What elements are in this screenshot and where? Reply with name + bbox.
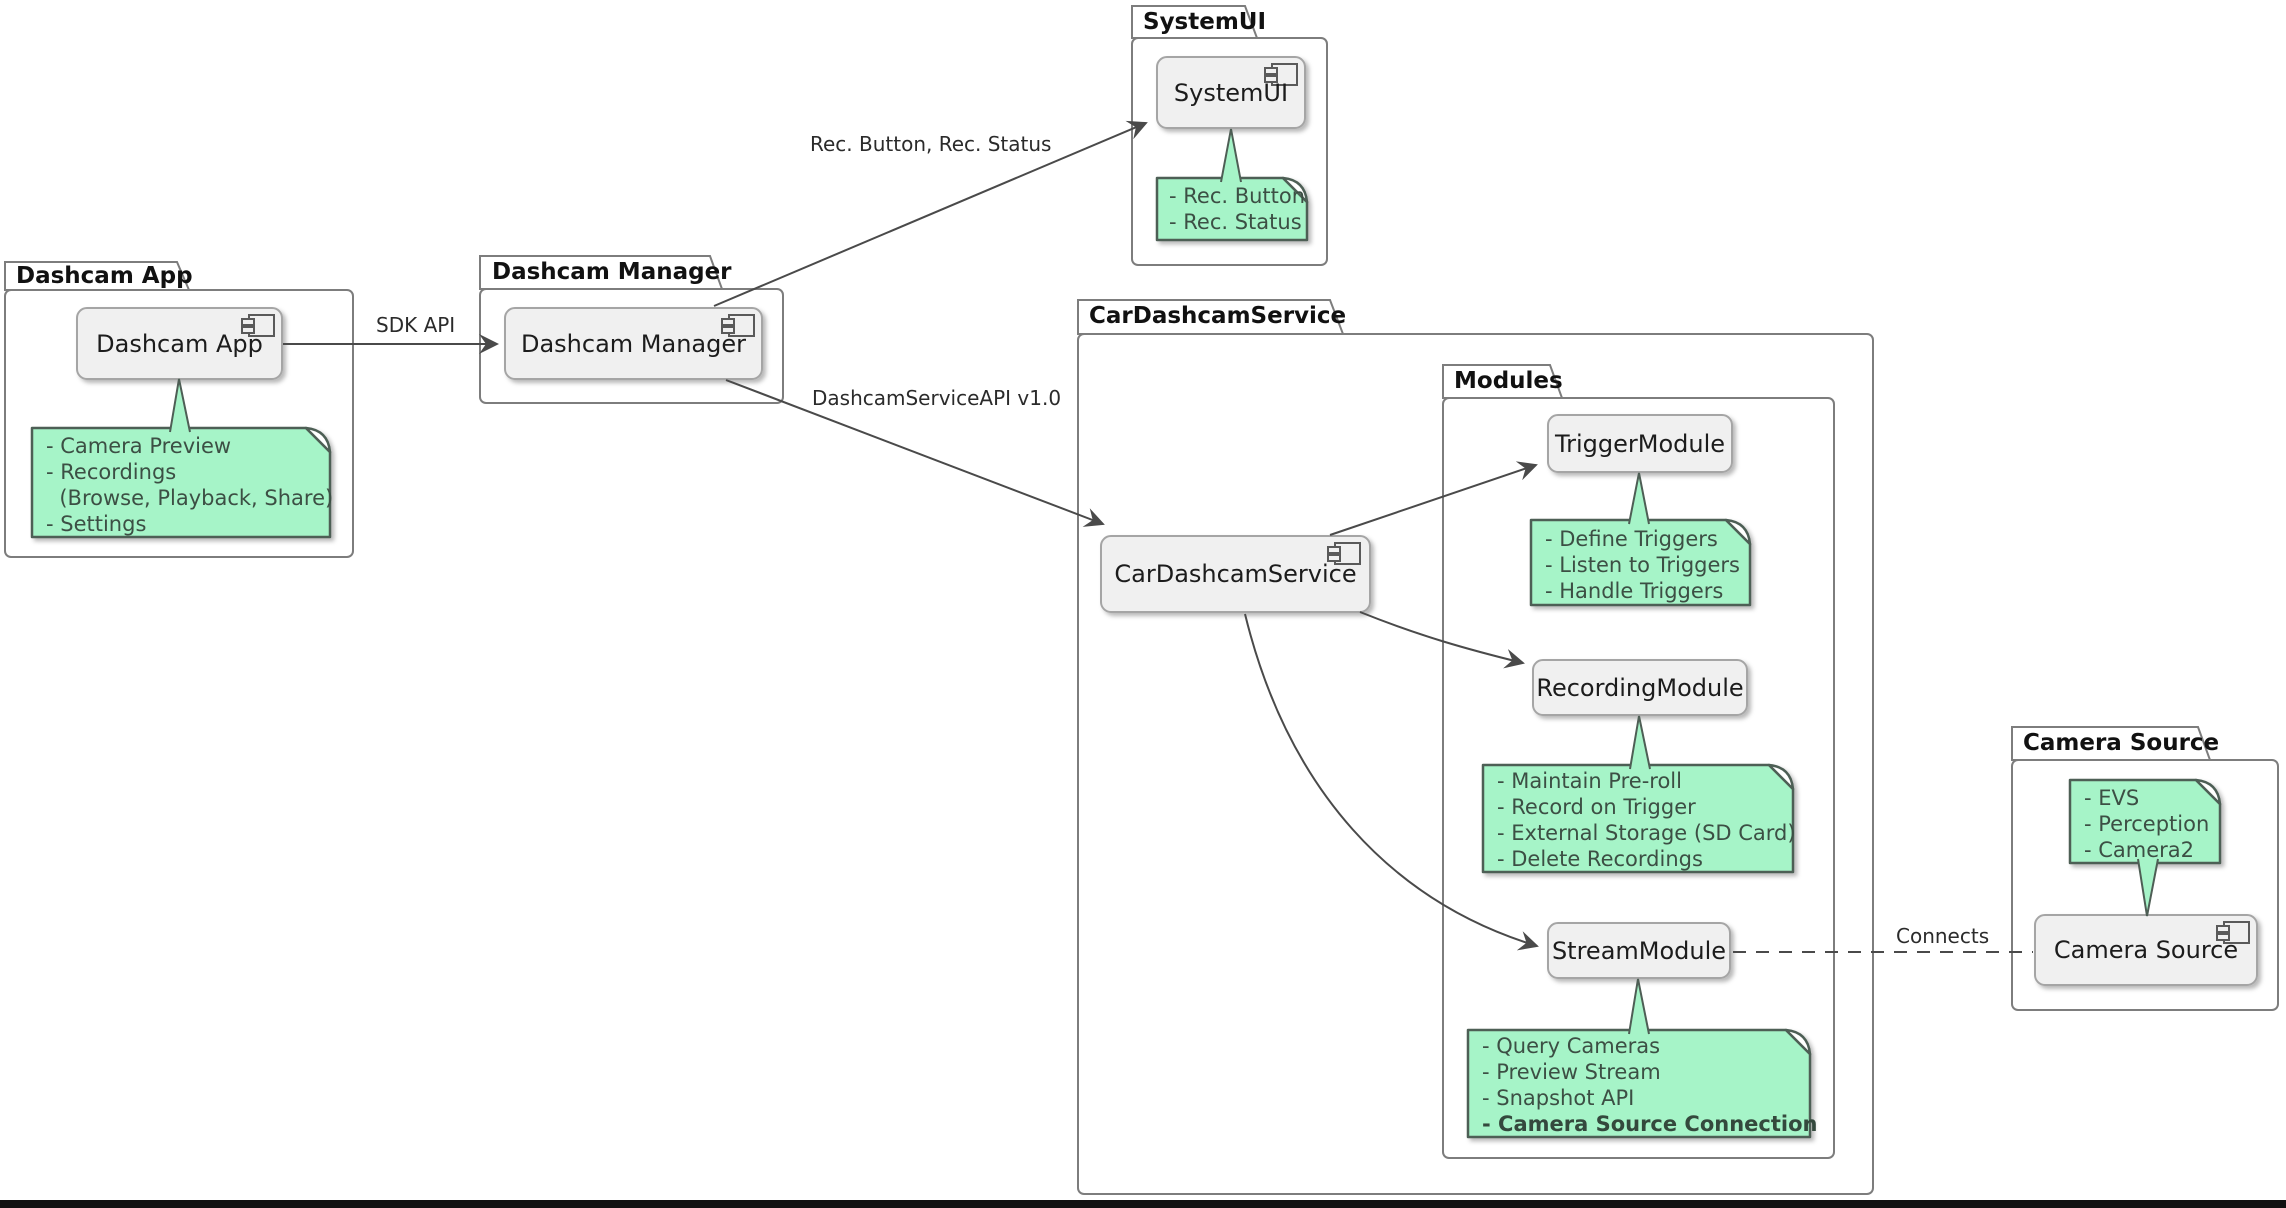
note-line: - Define Triggers xyxy=(1545,527,1718,551)
component-label-dashcam-manager: Dashcam Manager xyxy=(520,329,746,358)
module-label-trigger: TriggerModule xyxy=(1554,429,1726,458)
package-title-systemui: SystemUI xyxy=(1143,9,1267,35)
note-line: - Camera Preview xyxy=(46,434,232,458)
note-dashcam-app: - Camera Preview - Recordings (Browse, P… xyxy=(46,433,333,537)
edge-label-sdk-api: SDK API xyxy=(376,313,456,337)
note-line: - External Storage (SD Card) xyxy=(1497,821,1796,845)
note-trigger-module: - Define Triggers - Listen to Triggers -… xyxy=(1545,526,1740,604)
recording-module-note xyxy=(1481,763,1795,874)
systemui-package-tab xyxy=(1131,5,1259,39)
component-label-car-dashcam-service: CarDashcamService xyxy=(1114,560,1357,588)
stream-module-note-tail xyxy=(1628,978,1650,1035)
car-dashcam-service-package-tab xyxy=(1077,299,1345,335)
modules-package-tab xyxy=(1442,364,1564,399)
note-line: - Maintain Pre-roll xyxy=(1497,769,1682,793)
stream-module-note xyxy=(1466,1028,1812,1139)
component-label-camera-source: Camera Source xyxy=(2053,936,2239,964)
recording-module-box xyxy=(1532,659,1748,716)
car-dashcam-service-component-box xyxy=(1100,535,1371,613)
camera-source-note xyxy=(2068,778,2222,865)
edge-manager-to-service xyxy=(725,379,1105,527)
component-label-dashcam-app: Dashcam App xyxy=(96,329,263,358)
note-line: - Snapshot API xyxy=(1482,1086,1635,1110)
edge-label-connects: Connects xyxy=(1896,924,1990,948)
package-title-dashcam-manager: Dashcam Manager xyxy=(492,259,732,285)
recording-module-note-fold xyxy=(1767,763,1795,791)
edge-label-rec-button-status: Rec. Button, Rec. Status xyxy=(810,132,1052,156)
dashcam-app-package-tab xyxy=(4,261,191,291)
note-line: - Rec. Status xyxy=(1169,210,1302,234)
note-systemui: - Rec. Button - Rec. Status xyxy=(1169,183,1305,235)
note-camera-source: - EVS - Perception - Camera2 xyxy=(2084,785,2209,863)
note-line: - Recordings xyxy=(46,460,177,484)
dashcam-app-note xyxy=(30,426,332,539)
edge-service-to-stream xyxy=(1244,613,1539,951)
stream-module-note-fold xyxy=(1784,1028,1812,1056)
note-line: - Record on Trigger xyxy=(1497,795,1696,819)
note-line: (Browse, Playback, Share) xyxy=(46,486,334,510)
package-title-car-dashcam-service: CarDashcamService xyxy=(1089,303,1347,329)
note-stream-module: - Query Cameras - Preview Stream - Snaps… xyxy=(1482,1033,1817,1137)
note-line: - Preview Stream xyxy=(1482,1060,1661,1084)
edge-manager-to-systemui xyxy=(713,120,1148,307)
trigger-module-note-tail xyxy=(1628,472,1650,525)
note-line: - Rec. Button xyxy=(1169,184,1306,208)
note-line: - Camera2 xyxy=(2084,838,2195,862)
trigger-module-note xyxy=(1529,518,1752,607)
edge-service-to-recording xyxy=(1359,611,1525,669)
module-label-recording: RecordingModule xyxy=(1536,673,1744,702)
systemui-note xyxy=(1155,176,1309,242)
note-line: - Settings xyxy=(46,512,147,536)
note-recording-module: - Maintain Pre-roll - Record on Trigger … xyxy=(1497,768,1796,872)
systemui-note-fold xyxy=(1281,176,1309,204)
dashcam-app-note-tail xyxy=(169,378,191,433)
note-line: - EVS xyxy=(2084,786,2140,810)
edge-label-dashcam-service-api: DashcamServiceAPI v1.0 xyxy=(812,386,1062,410)
note-line-bold: - Camera Source Connection xyxy=(1482,1112,1818,1136)
dashcam-manager-component-box xyxy=(504,307,763,380)
component-label-systemui: SystemUI xyxy=(1173,78,1289,107)
package-title-modules: Modules xyxy=(1454,368,1563,394)
package-title-camera-source: Camera Source xyxy=(2023,730,2220,756)
note-line: - Delete Recordings xyxy=(1497,847,1703,871)
note-line: - Perception xyxy=(2084,812,2210,836)
note-line: - Handle Triggers xyxy=(1545,579,1724,603)
edge-service-to-trigger xyxy=(1329,461,1538,536)
package-title-dashcam-app: Dashcam App xyxy=(16,263,193,289)
camera-source-note-fold xyxy=(2194,778,2222,806)
camera-source-package-tab xyxy=(2011,726,2212,761)
trigger-module-box xyxy=(1547,414,1733,473)
recording-module-note-tail xyxy=(1629,715,1651,770)
dashcam-manager-package-tab xyxy=(479,255,724,290)
note-line: - Listen to Triggers xyxy=(1545,553,1740,577)
stream-module-box xyxy=(1547,922,1731,979)
camera-source-note-tail xyxy=(2137,858,2159,917)
note-line: - Query Cameras xyxy=(1482,1034,1661,1058)
bottom-bar xyxy=(0,1200,2286,1208)
dashcam-app-note-fold xyxy=(304,426,332,454)
module-label-stream: StreamModule xyxy=(1551,936,1727,965)
trigger-module-note-fold xyxy=(1724,518,1752,546)
systemui-note-tail xyxy=(1220,128,1242,183)
